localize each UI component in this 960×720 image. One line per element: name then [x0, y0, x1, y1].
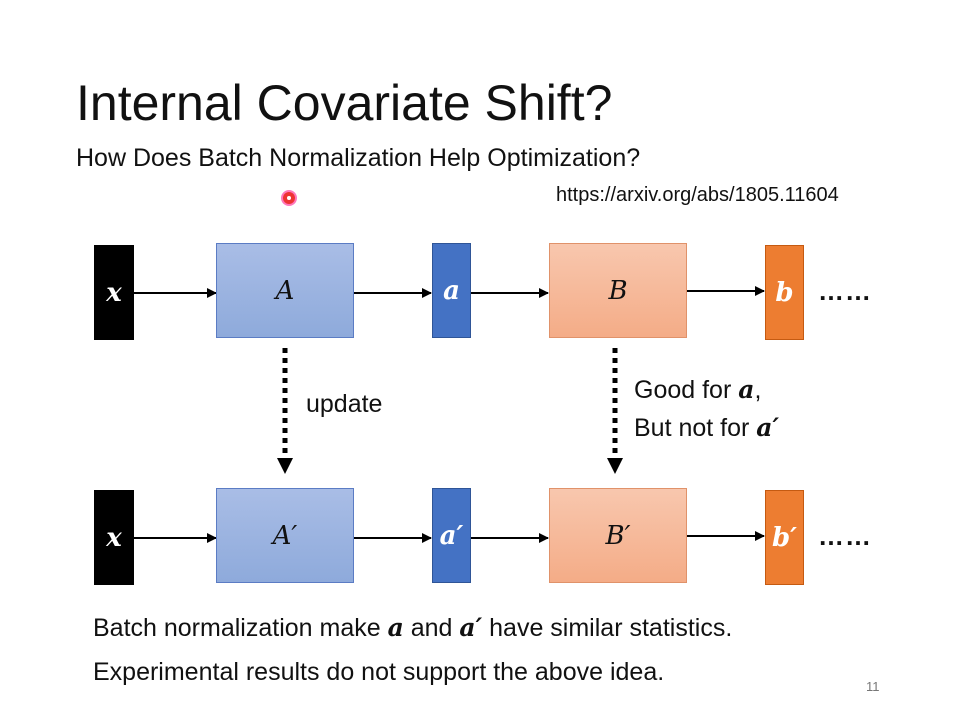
update-label: update — [306, 390, 383, 418]
layer-A-prime-label: A′ — [272, 520, 298, 551]
pointer-cursor-icon — [283, 192, 295, 204]
layer-A-prime-block: A′ — [216, 488, 354, 583]
arrowhead-update — [277, 458, 293, 474]
slide-title: Internal Covariate Shift? — [76, 75, 613, 131]
layer-A-block: A — [216, 243, 354, 338]
layer-B-prime-label: B′ — [605, 520, 631, 551]
input-x-label-bottom: x — [106, 522, 122, 553]
ellipsis-top: …… — [818, 276, 872, 306]
layer-B-prime-block: B′ — [549, 488, 687, 583]
input-x-label: x — [106, 277, 122, 308]
ellipsis-bottom: …… — [818, 521, 872, 551]
caption-line-1: Batch normalization make a and a′ have s… — [93, 613, 733, 642]
good-for-label: Good for a, — [634, 375, 762, 404]
output-b-prime-block: b′ — [765, 490, 804, 585]
output-a-block: a — [432, 243, 471, 338]
output-a-prime-block: a′ — [432, 488, 471, 583]
layer-B-label: B — [608, 275, 628, 306]
page-number: 11 — [866, 679, 880, 694]
caption-line-2: Experimental results do not support the … — [93, 658, 665, 686]
input-x-block: x — [94, 245, 134, 340]
output-b-block: b — [765, 245, 804, 340]
but-not-for-label: But not for a′ — [634, 413, 780, 442]
output-a-label: a — [443, 275, 460, 306]
output-b-prime-label: b′ — [771, 522, 798, 553]
output-a-prime-label: a′ — [439, 520, 464, 551]
slide-subtitle: How Does Batch Normalization Help Optimi… — [76, 144, 641, 172]
layer-B-block: B — [549, 243, 687, 338]
input-x-block-bottom: x — [94, 490, 134, 585]
layer-A-label: A — [275, 275, 295, 306]
paper-url[interactable]: https://arxiv.org/abs/1805.11604 — [556, 184, 839, 206]
arrowhead-good-for — [607, 458, 623, 474]
output-b-label: b — [775, 277, 794, 308]
